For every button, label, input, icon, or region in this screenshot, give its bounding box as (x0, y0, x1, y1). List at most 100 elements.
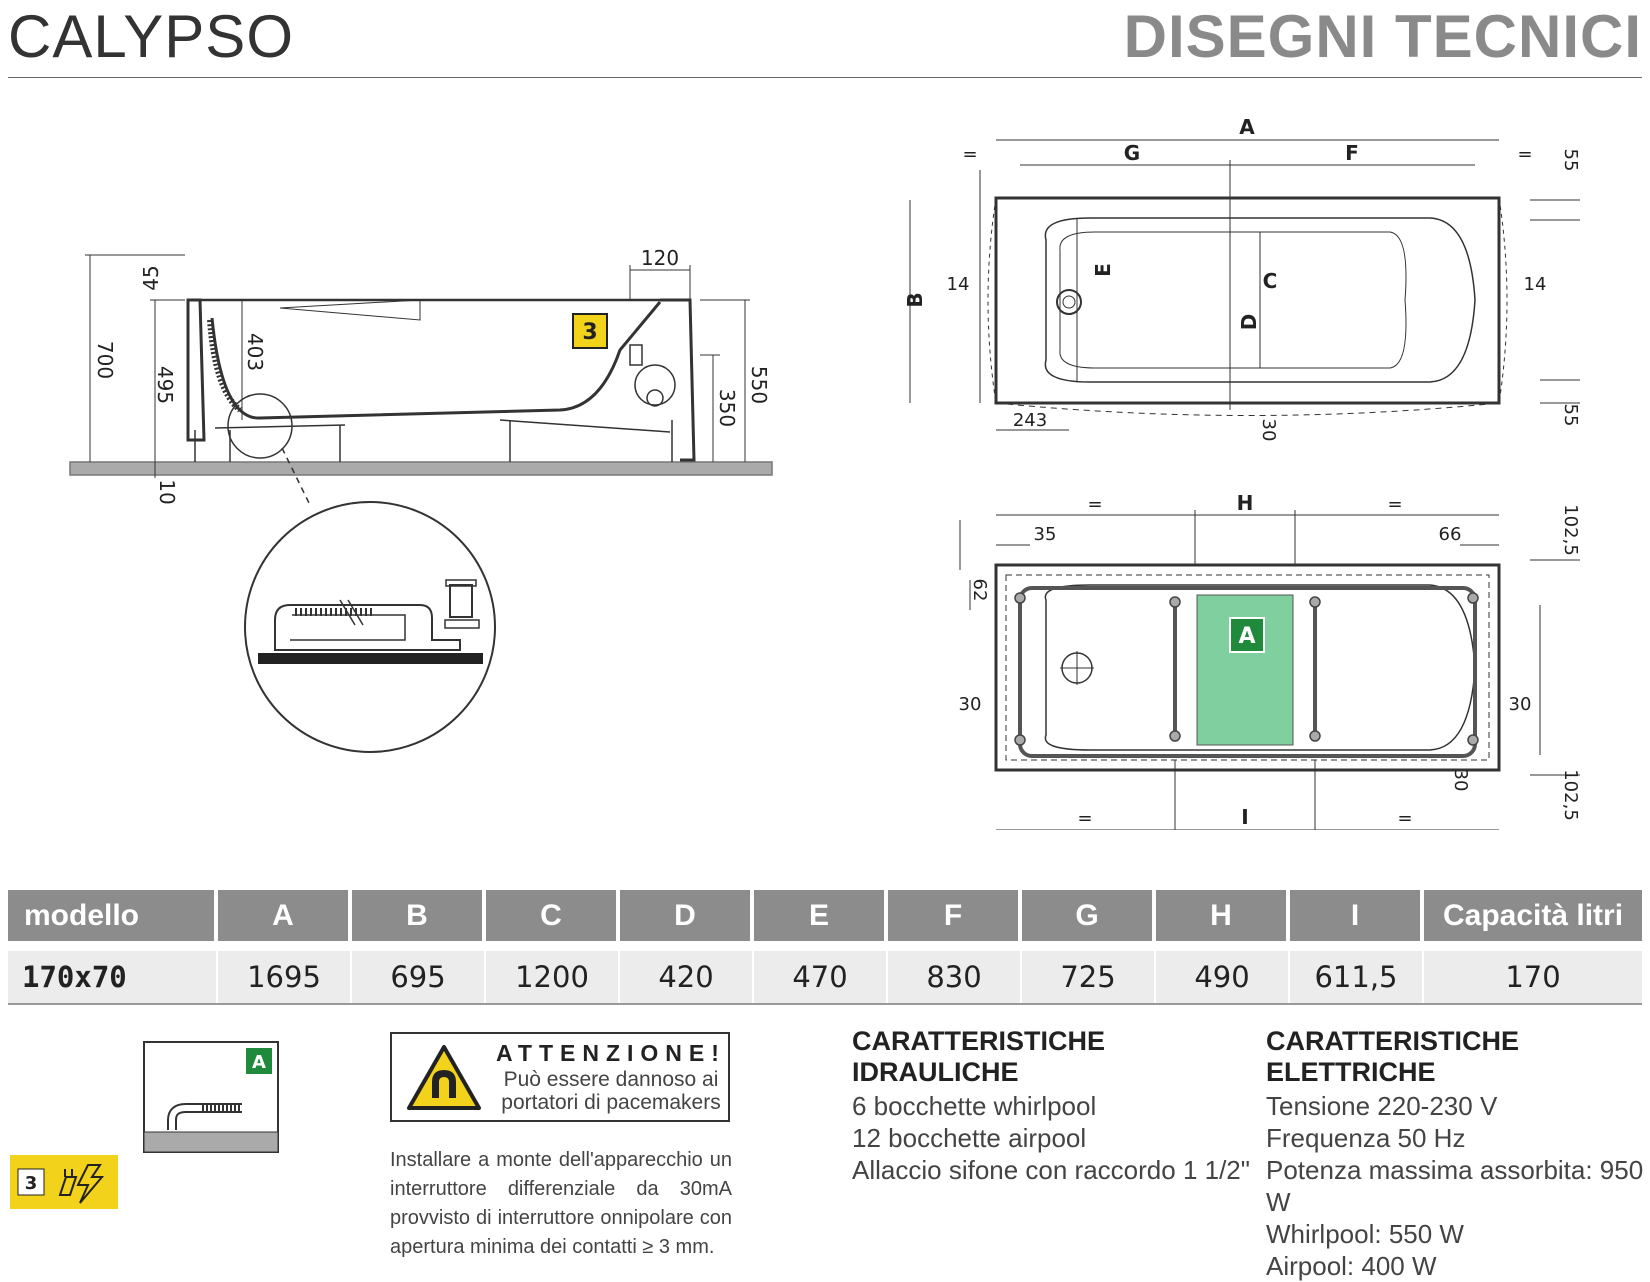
dim-243: 243 (1013, 410, 1047, 431)
plug-lightning-icon: 3 (17, 1164, 105, 1204)
drain-top (1056, 289, 1082, 315)
dim-55-top: 55 (1560, 149, 1581, 172)
eq-mark-2: = (1387, 494, 1402, 515)
dim-55-bottom: 55 (1560, 404, 1581, 427)
dim-102-top: 102,5 (1560, 504, 1581, 556)
tub-basin-top (1044, 217, 1476, 383)
electric-line: Frequenza 50 Hz (1266, 1123, 1466, 1153)
detail-marker (227, 393, 293, 459)
electric-line: Airpool: 400 W (1266, 1251, 1437, 1281)
header-G: G (1022, 890, 1156, 941)
zone-A-badge (1229, 617, 1265, 653)
warning-box: ATTENZIONE! Può essere dannoso ai portat… (390, 1032, 730, 1122)
cell-F: 830 (888, 951, 1022, 1003)
hydraulic-line: Allaccio sifone con raccordo 1 1/2" (852, 1155, 1250, 1185)
dim-30-left: 30 (959, 694, 982, 715)
header-A: A (218, 890, 352, 941)
hydraulic-line: 12 bocchette airpool (852, 1123, 1087, 1153)
tub-end-right (660, 298, 696, 462)
pump-motor (634, 364, 676, 406)
table-row: 170x70 1695 695 1200 420 470 830 725 490… (8, 951, 1642, 1005)
magnet-warning-icon (407, 1045, 481, 1110)
cell-D: 420 (620, 951, 754, 1003)
dim-inner-height: 495 (153, 366, 177, 404)
header-F: F (888, 890, 1022, 941)
hydraulic-title: CARATTERISTICHE IDRAULICHE (852, 1026, 1105, 1087)
dim-label-G: G (1124, 141, 1140, 165)
dim-label-H: H (1237, 491, 1254, 515)
eq-mark-3: = (1077, 808, 1092, 829)
dim-height-550: 550 (747, 366, 771, 404)
dim-102-bottom: 102,5 (1560, 769, 1581, 821)
eq-mark-4: = (1397, 808, 1412, 829)
header-C: C (486, 890, 620, 941)
install-note: Installare a monte dell'apparecchio un i… (390, 1149, 732, 1258)
legend-badge-A: A (252, 1052, 266, 1073)
pump-badge-label: 3 (582, 320, 597, 345)
dim-14-left: 14 (947, 274, 970, 295)
hydraulic-line: 6 bocchette whirlpool (852, 1091, 1097, 1121)
dim-62: 62 (969, 579, 990, 602)
table-header-row: modello A B C D E F G H I Capacità litri (8, 890, 1642, 941)
dim-basin-depth: 403 (243, 333, 267, 371)
electric-legend-badge: 3 (10, 1155, 118, 1209)
detail-circle (244, 501, 496, 753)
floor (69, 461, 773, 476)
cell-H: 490 (1156, 951, 1290, 1003)
cell-B: 695 (352, 951, 486, 1003)
zone-A-label: A (1238, 624, 1255, 649)
cell-E: 470 (754, 951, 888, 1003)
section-title: DISEGNI TECNICI (1123, 3, 1642, 70)
dim-label-E: E (1091, 263, 1115, 277)
dim-label-A: A (1239, 115, 1255, 139)
dim-label-B: B (903, 292, 927, 307)
cell-A: 1695 (218, 951, 352, 1003)
cell-C: 1200 (486, 951, 620, 1003)
frame-view-drawing: A H I 35 66 102,5 102,5 62 30 30 30 = = … (959, 491, 1581, 830)
header-H: H (1156, 890, 1290, 941)
eq-mark-top-right: = (1517, 144, 1532, 165)
header-B: B (352, 890, 486, 941)
dim-rim-offset: 45 (139, 265, 163, 290)
header-modello: modello (8, 890, 218, 941)
electric-line: Tensione 220-230 V (1266, 1091, 1498, 1121)
dim-30-bottom: 30 (1450, 769, 1471, 792)
dim-panel-width: 120 (641, 246, 679, 270)
dim-label-I: I (1241, 805, 1248, 829)
electric-line: Whirlpool: 550 W (1266, 1219, 1464, 1249)
tub-outline-top (994, 196, 1501, 405)
dim-35: 35 (1034, 524, 1057, 545)
dim-label-F: F (1345, 141, 1359, 165)
hydraulic-section: CARATTERISTICHE IDRAULICHE 6 bocchette w… (852, 1026, 1252, 1186)
cell-G: 725 (1022, 951, 1156, 1003)
header-capacita: Capacità litri (1424, 890, 1642, 941)
tub-outline-frame (994, 563, 1501, 772)
cell-capacita: 170 (1505, 960, 1561, 994)
dim-height-350: 350 (715, 389, 739, 427)
pump-badge (572, 313, 608, 349)
warning-title: ATTENZIONE! (496, 1040, 726, 1066)
top-view-drawing: A G F B C D E 55 55 14 14 243 30 = = (903, 115, 1581, 441)
warning-text: Può essere dannoso ai portatori di pacem… (501, 1068, 721, 1114)
side-view-drawing: 700 45 495 403 120 550 350 10 3 (69, 246, 773, 753)
hose-legend-icon: A (143, 1041, 279, 1153)
electric-title: CARATTERISTICHE ELETTRICHE (1266, 1026, 1519, 1087)
dim-30-right: 30 (1509, 694, 1532, 715)
dim-label-D: D (1237, 314, 1261, 331)
spec-table: modello A B C D E F G H I Capacità litri… (8, 890, 1642, 1005)
dim-66: 66 (1439, 524, 1462, 545)
header-I: I (1290, 890, 1424, 941)
cell-I: 611,5 (1290, 951, 1424, 1003)
electric-line: Potenza massima assorbita: 950 W (1266, 1155, 1644, 1217)
header-E: E (754, 890, 888, 941)
dim-floor-gap: 10 (155, 479, 179, 504)
header-divider (8, 77, 1642, 78)
dim-14-right: 14 (1524, 274, 1547, 295)
cell-modello: 170x70 (8, 951, 218, 1003)
eq-mark-top-left: = (962, 144, 977, 165)
dim-label-C: C (1263, 269, 1278, 293)
legend-badge-3: 3 (25, 1173, 38, 1194)
model-title: CALYPSO (8, 3, 294, 70)
eq-mark-1: = (1087, 494, 1102, 515)
tub-basin (210, 301, 662, 420)
